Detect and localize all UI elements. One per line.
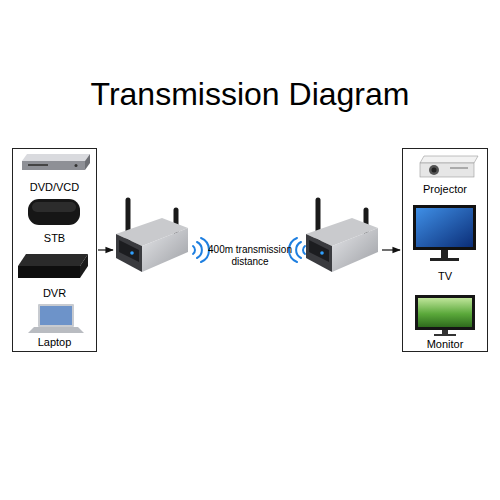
monitor bbox=[415, 295, 475, 336]
laptop bbox=[38, 304, 74, 327]
device-label: DVR bbox=[13, 287, 96, 300]
signal-waves bbox=[193, 246, 195, 254]
dvd-player bbox=[75, 164, 78, 167]
dvd-player bbox=[22, 161, 85, 170]
signal-waves bbox=[197, 242, 202, 258]
dvr-box bbox=[80, 254, 88, 278]
projector bbox=[450, 167, 468, 169]
laptop bbox=[28, 327, 84, 333]
signal-waves bbox=[303, 246, 305, 254]
dvr-box bbox=[18, 254, 88, 266]
tv-set bbox=[441, 250, 448, 258]
dvd-player bbox=[28, 164, 48, 166]
device-label: Monitor bbox=[403, 338, 487, 351]
signal-waves bbox=[296, 242, 301, 258]
device-panel: ProjectorTV Monitor bbox=[402, 148, 488, 352]
dvd-player bbox=[85, 154, 90, 170]
tv-set bbox=[413, 205, 476, 250]
dvr-box bbox=[18, 266, 80, 278]
device-label: DVD/VCD bbox=[13, 181, 96, 194]
monitor bbox=[434, 334, 456, 336]
laptop bbox=[28, 304, 84, 333]
tv-set bbox=[416, 208, 473, 247]
projector bbox=[420, 163, 474, 177]
diagram-title: Transmission Diagram bbox=[0, 74, 500, 114]
set-top-box bbox=[28, 199, 80, 225]
dvd-player bbox=[22, 154, 90, 161]
device-label: Laptop bbox=[13, 336, 96, 349]
tv-set bbox=[413, 205, 476, 261]
receiver-unit bbox=[306, 200, 378, 272]
laptop bbox=[40, 306, 72, 325]
device-panel: DVD/VCD STB DVR Laptop bbox=[12, 148, 97, 352]
projector bbox=[420, 156, 478, 177]
transmitter-unit bbox=[116, 200, 188, 272]
set-top-box bbox=[28, 199, 80, 225]
leader-arrow bbox=[98, 249, 113, 250]
signal-waves bbox=[201, 238, 209, 262]
device-label: Projector bbox=[403, 183, 487, 196]
dvd-player bbox=[22, 154, 90, 170]
projector bbox=[429, 165, 439, 175]
monitor bbox=[442, 330, 448, 334]
leader-arrow bbox=[382, 249, 400, 250]
projector bbox=[432, 168, 437, 173]
device-label: STB bbox=[13, 232, 96, 245]
set-top-box bbox=[32, 202, 76, 212]
dvr-box bbox=[18, 254, 88, 278]
projector bbox=[420, 156, 478, 163]
monitor bbox=[418, 298, 472, 327]
distance-label: 400m transmission distance bbox=[204, 244, 296, 268]
device-label: TV bbox=[403, 270, 487, 283]
tv-set bbox=[430, 258, 459, 261]
monitor bbox=[415, 295, 475, 330]
